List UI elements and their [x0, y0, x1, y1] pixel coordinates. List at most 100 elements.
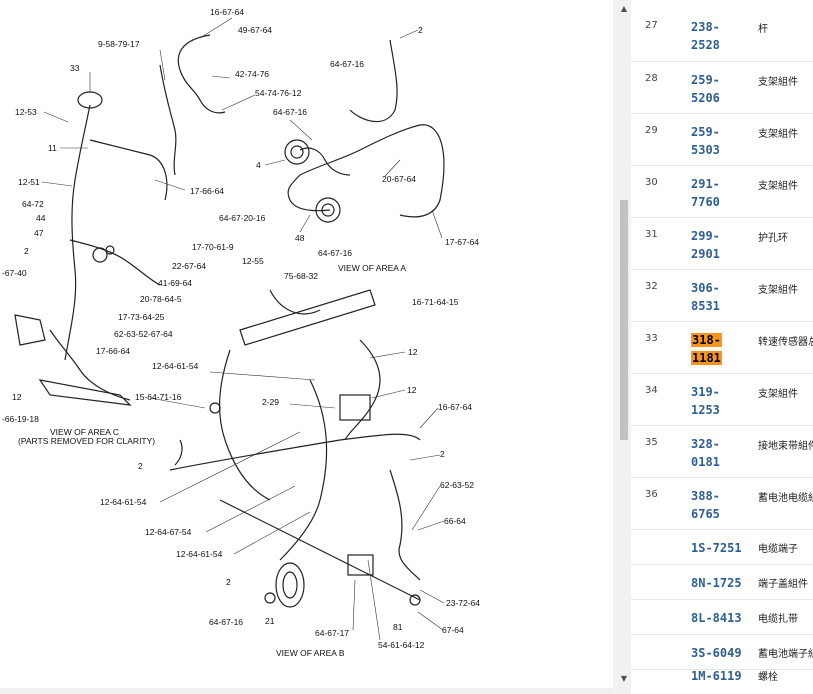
part-number-link[interactable]: 1M-6119	[691, 669, 742, 683]
part-number-link[interactable]: 319-1253	[691, 385, 720, 417]
parts-row: 34 319-1253 支架組件	[631, 374, 813, 426]
part-callout: 12-64-61-54	[100, 497, 147, 507]
part-callout: 64-67-16	[209, 617, 243, 627]
part-name[interactable]: 接地束带組件	[758, 441, 813, 452]
part-callout: 17-73-64-25	[118, 312, 165, 322]
highlight-mark: 1181	[691, 351, 722, 365]
row-index: 34	[645, 385, 658, 396]
part-callout: 62-63-52-67-64	[114, 329, 173, 339]
parts-row: 35 328-0181 接地束带組件	[631, 426, 813, 478]
caption-area-a: VIEW OF AREA A	[338, 263, 406, 273]
scroll-thumb[interactable]	[620, 200, 628, 440]
part-callout: 49-67-64	[238, 25, 272, 35]
parts-row: 32 306-8531 支架組件	[631, 270, 813, 322]
part-callout: 41-69-64	[158, 278, 192, 288]
parts-row-selected: 33 318-1181 转速传感器总	[631, 322, 813, 374]
part-callout: 15-64-71-16	[135, 392, 182, 402]
part-callout: 44	[36, 213, 46, 223]
part-name[interactable]: 支架組件	[758, 181, 798, 192]
part-number-link[interactable]: 259-5303	[691, 125, 720, 157]
part-number-link[interactable]: 8N-1725	[691, 576, 742, 590]
part-callout: 16-67-64	[438, 402, 472, 412]
part-callout: 12-64-61-54	[176, 549, 223, 559]
part-callout: 64-67-16	[273, 107, 307, 117]
parts-row: 3S-6049 蓄电池端子組	[631, 635, 813, 670]
row-index: 32	[645, 281, 658, 292]
part-name[interactable]: 电缆扎带	[758, 614, 798, 625]
part-callout: 64-67-16	[330, 59, 364, 69]
part-callout: 20-67-64	[382, 174, 416, 184]
part-callout: 2	[138, 461, 143, 471]
row-index: 29	[645, 125, 658, 136]
parts-row: 31 299-2901 护孔环	[631, 218, 813, 270]
part-callout: 66-64	[444, 516, 466, 526]
part-callout: 20-78-64-5	[140, 294, 182, 304]
part-name[interactable]: 支架組件	[758, 77, 798, 88]
part-callout: 22-67-64	[172, 261, 206, 271]
part-number-link[interactable]: 299-2901	[691, 229, 720, 261]
part-callout: 4	[256, 160, 261, 170]
part-name[interactable]: 杆	[758, 24, 768, 35]
exploded-parts-diagram: 16-67-64 49-67-64 9-58-79-17 42-74-76 54…	[2, 7, 481, 658]
part-name[interactable]: 转速传感器总	[758, 337, 813, 348]
part-callout: 64-67-17	[315, 628, 349, 638]
part-callout: 42-74-76	[235, 69, 269, 79]
part-callout: 64-67-16	[318, 248, 352, 258]
part-name[interactable]: 端子盖組件	[758, 579, 808, 590]
caption-area-c-note: (PARTS REMOVED FOR CLARITY)	[18, 436, 155, 446]
part-name[interactable]: 蓄电池端子組	[758, 649, 813, 660]
caption-area-c: VIEW OF AREA C	[50, 427, 119, 437]
part-callout: -67-40	[2, 268, 27, 278]
part-name[interactable]: 蓄电池电缆組	[758, 493, 813, 504]
part-callout: 47	[34, 228, 44, 238]
diagram-captions: VIEW OF AREA A VIEW OF AREA C (PARTS REM…	[18, 263, 406, 658]
part-number-link[interactable]: 318-1181	[691, 331, 751, 367]
part-number-link[interactable]: 3S-6049	[691, 646, 742, 660]
part-number-link[interactable]: 306-8531	[691, 281, 720, 313]
row-index: 36	[645, 489, 658, 500]
part-callout: 12-53	[15, 107, 37, 117]
part-number-link[interactable]: 259-5206	[691, 73, 720, 105]
horizontal-scroll-track[interactable]	[0, 688, 613, 694]
part-name[interactable]: 支架組件	[758, 389, 798, 400]
vertical-scrollbar[interactable]: ▲ ▼	[617, 0, 631, 694]
caption-area-b: VIEW OF AREA B	[276, 648, 345, 658]
part-callout: 12	[12, 392, 22, 402]
part-number-link[interactable]: 238-2528	[691, 20, 720, 52]
part-callout: 48	[295, 233, 305, 243]
parts-row: 1S-7251 电缆端子	[631, 530, 813, 565]
part-callout: 12	[408, 347, 418, 357]
parts-row: 1M-6119 螺栓	[631, 669, 813, 694]
part-callout: 17-66-64	[190, 186, 224, 196]
part-callout: 16-71-64-15	[412, 297, 459, 307]
diagram-svg: 16-67-64 49-67-64 9-58-79-17 42-74-76 54…	[2, 7, 480, 658]
part-name[interactable]: 电缆端子	[758, 544, 798, 555]
part-callout: 62-63-52	[440, 480, 474, 490]
part-name[interactable]: 支架組件	[758, 285, 798, 296]
scroll-down-arrow-icon[interactable]: ▼	[620, 674, 628, 683]
part-callout: 12-51	[18, 177, 40, 187]
part-callout: 12-55	[242, 256, 264, 266]
row-index: 31	[645, 229, 658, 240]
row-index: 27	[645, 20, 658, 31]
part-name[interactable]: 护孔环	[758, 233, 788, 244]
part-number-link[interactable]: 328-0181	[691, 437, 720, 469]
part-callout: 12-64-67-54	[145, 527, 192, 537]
part-callout: 2	[226, 577, 231, 587]
part-callout: 2-29	[262, 397, 279, 407]
part-callout: 81	[393, 622, 403, 632]
part-name[interactable]: 支架組件	[758, 129, 798, 140]
part-number-link[interactable]: 291-7760	[691, 177, 720, 209]
part-callout: 64-72	[22, 199, 44, 209]
part-callout: 64-67-20-16	[219, 213, 266, 223]
parts-row: 27 238-2528 杆	[631, 0, 813, 62]
scroll-up-arrow-icon[interactable]: ▲	[620, 4, 628, 13]
part-number-link[interactable]: 1S-7251	[691, 541, 742, 555]
part-callout: 54-74-76-12	[255, 88, 302, 98]
part-number-link[interactable]: 8L-8413	[691, 611, 742, 625]
part-callout: 33	[70, 63, 80, 73]
part-name[interactable]: 螺栓	[758, 672, 778, 683]
part-callout: 2	[418, 25, 423, 35]
part-number-link[interactable]: 388-6765	[691, 489, 720, 521]
part-callout: 21	[265, 616, 275, 626]
